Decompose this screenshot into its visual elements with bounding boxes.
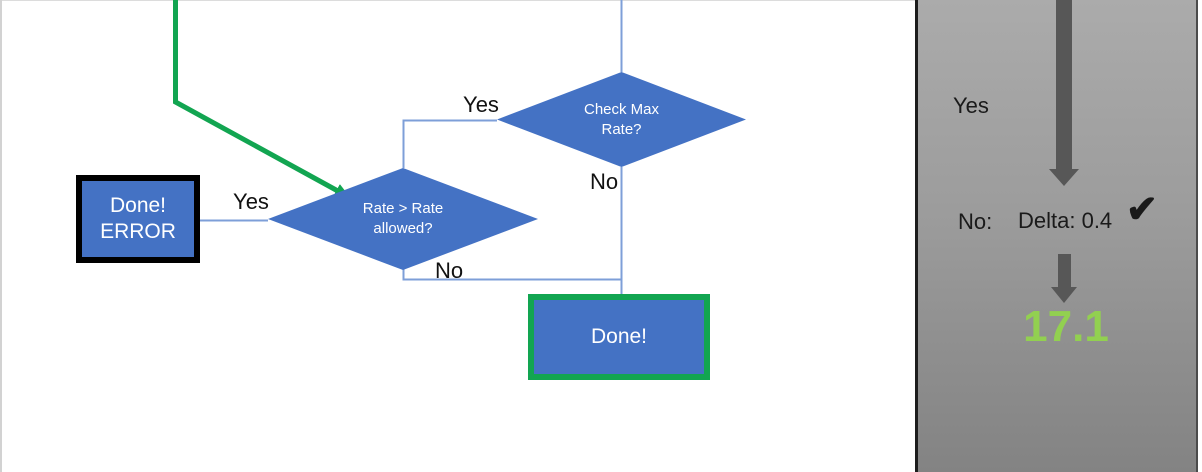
label-rate-yes: Yes — [233, 189, 269, 214]
terminal-done-error-box: Done! ERROR — [76, 175, 200, 263]
small-down-arrow-icon — [1058, 254, 1071, 287]
panel-yes-label: Yes — [953, 93, 989, 118]
small-down-arrow-head-icon — [1051, 287, 1077, 303]
label-rate-no: No — [434, 258, 464, 283]
label-check-max-yes: Yes — [463, 92, 499, 117]
green-path-arrow — [173, 0, 351, 199]
done-error-line1: Done! — [109, 194, 167, 217]
panel-no-label: No: — [958, 209, 993, 234]
decision-rate-line1: Rate > Rate — [362, 200, 444, 217]
side-panel: Yes No: Delta: 0.4 ✔ 17.1 — [915, 0, 1198, 472]
terminal-done-box: Done! — [528, 294, 710, 380]
big-down-arrow-icon — [1056, 0, 1072, 169]
panel-delta-value: Delta: 0.4 — [1018, 208, 1113, 233]
connector-check-max-yes — [402, 119, 497, 168]
decision-check-max-line2: Rate? — [601, 120, 642, 138]
decision-rate-line2: allowed? — [373, 220, 433, 237]
decision-check-max-line1: Check Max — [583, 100, 660, 118]
big-down-arrow-head-icon — [1049, 169, 1079, 186]
label-check-max-no: No — [589, 169, 619, 194]
slide-left-edge — [0, 0, 2, 472]
done-error-line2: ERROR — [100, 220, 176, 243]
checkmark-icon: ✔ — [1126, 189, 1158, 231]
connector-rate-no — [402, 268, 622, 281]
done-label: Done! — [590, 325, 648, 348]
slide-top-edge — [0, 0, 916, 1]
result-value: 17.1 — [1023, 302, 1109, 351]
